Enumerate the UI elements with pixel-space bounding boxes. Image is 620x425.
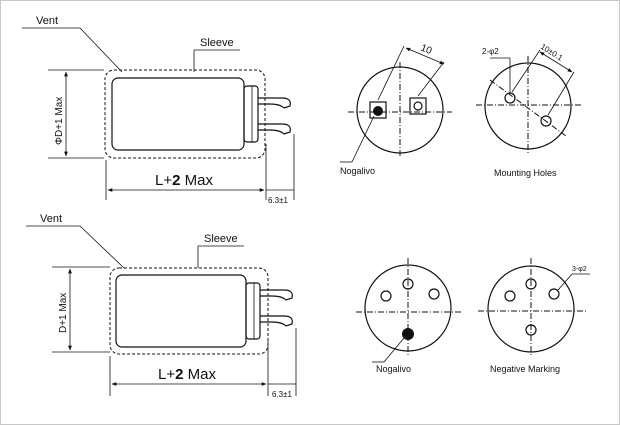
bottom-capacitor-view: Vent Sleeve D+1 Max L+2 Max 6.3±1 bbox=[26, 213, 297, 399]
top-terminal-pins bbox=[258, 97, 291, 135]
top-terminal-positive bbox=[409, 97, 427, 115]
bottom-marking-hole-leader bbox=[557, 273, 573, 291]
top-pin-label: 6.3±1 bbox=[268, 196, 289, 205]
top-capacitor-view: Vent Sleeve ΦD+1 Max L+2 Max 6.3±1 bbox=[22, 15, 295, 205]
bottom-terminal-hole-right bbox=[428, 288, 440, 300]
bottom-marking-label: Negative Marking bbox=[490, 364, 560, 374]
bottom-terminal-view: Nogalivo bbox=[356, 258, 462, 374]
bottom-terminal-hole-top bbox=[402, 278, 414, 290]
top-nogalivo-leader bbox=[351, 115, 375, 163]
bottom-terminal-pins bbox=[260, 289, 293, 327]
bottom-capacitor-cap bbox=[245, 282, 261, 340]
bottom-terminal-negative bbox=[402, 328, 414, 340]
top-mounting-spacing-dimension bbox=[539, 51, 573, 73]
top-nogalivo-label: Nogalivo bbox=[340, 166, 375, 176]
bottom-sleeve-label: Sleeve bbox=[204, 233, 238, 245]
bottom-sleeve-outline bbox=[109, 267, 269, 355]
top-capacitor-body bbox=[111, 77, 245, 151]
bottom-marking-hole-right bbox=[548, 288, 560, 300]
bottom-marking-hole-top bbox=[525, 278, 537, 290]
top-mounting-hole-label: 2-φ2 bbox=[482, 47, 499, 56]
bottom-nogalivo-leader bbox=[383, 337, 405, 363]
top-capacitor-cap bbox=[243, 85, 259, 143]
top-mounting-view: 10±0.1 2-φ2 Mounting Holes bbox=[476, 42, 582, 178]
top-terminal-negative bbox=[369, 101, 387, 119]
bottom-marking-hole-left bbox=[504, 290, 516, 302]
top-mounting-label: Mounting Holes bbox=[494, 168, 557, 178]
bottom-pin-label: 6.3±1 bbox=[272, 390, 293, 399]
bottom-vent-label: Vent bbox=[40, 213, 62, 225]
bottom-marking-hole-label: 3-φ2 bbox=[572, 266, 587, 273]
top-vent-label: Vent bbox=[36, 15, 58, 27]
top-mounting-hole-2 bbox=[540, 115, 552, 127]
top-terminal-view: 10 Nogalivo bbox=[340, 43, 452, 176]
top-terminal-spacing: 10 bbox=[419, 43, 434, 58]
bottom-capacitor-body bbox=[115, 274, 247, 348]
top-sleeve-label: Sleeve bbox=[200, 37, 234, 49]
bottom-marking-view: 3-φ2 Negative Marking bbox=[478, 258, 590, 374]
bottom-length-label: L+2 Max bbox=[158, 366, 216, 383]
top-sleeve-outline bbox=[104, 69, 266, 159]
top-diameter-label: ΦD+1 Max bbox=[54, 97, 65, 145]
bottom-terminal-hole-left bbox=[380, 290, 392, 302]
top-length-label: L+2 Max bbox=[155, 172, 213, 189]
bottom-marking-hole-bottom bbox=[525, 324, 537, 336]
bottom-nogalivo-label: Nogalivo bbox=[376, 364, 411, 374]
top-terminal-spacing-dimension bbox=[405, 47, 445, 65]
bottom-diameter-label: D+1 Max bbox=[58, 293, 69, 333]
